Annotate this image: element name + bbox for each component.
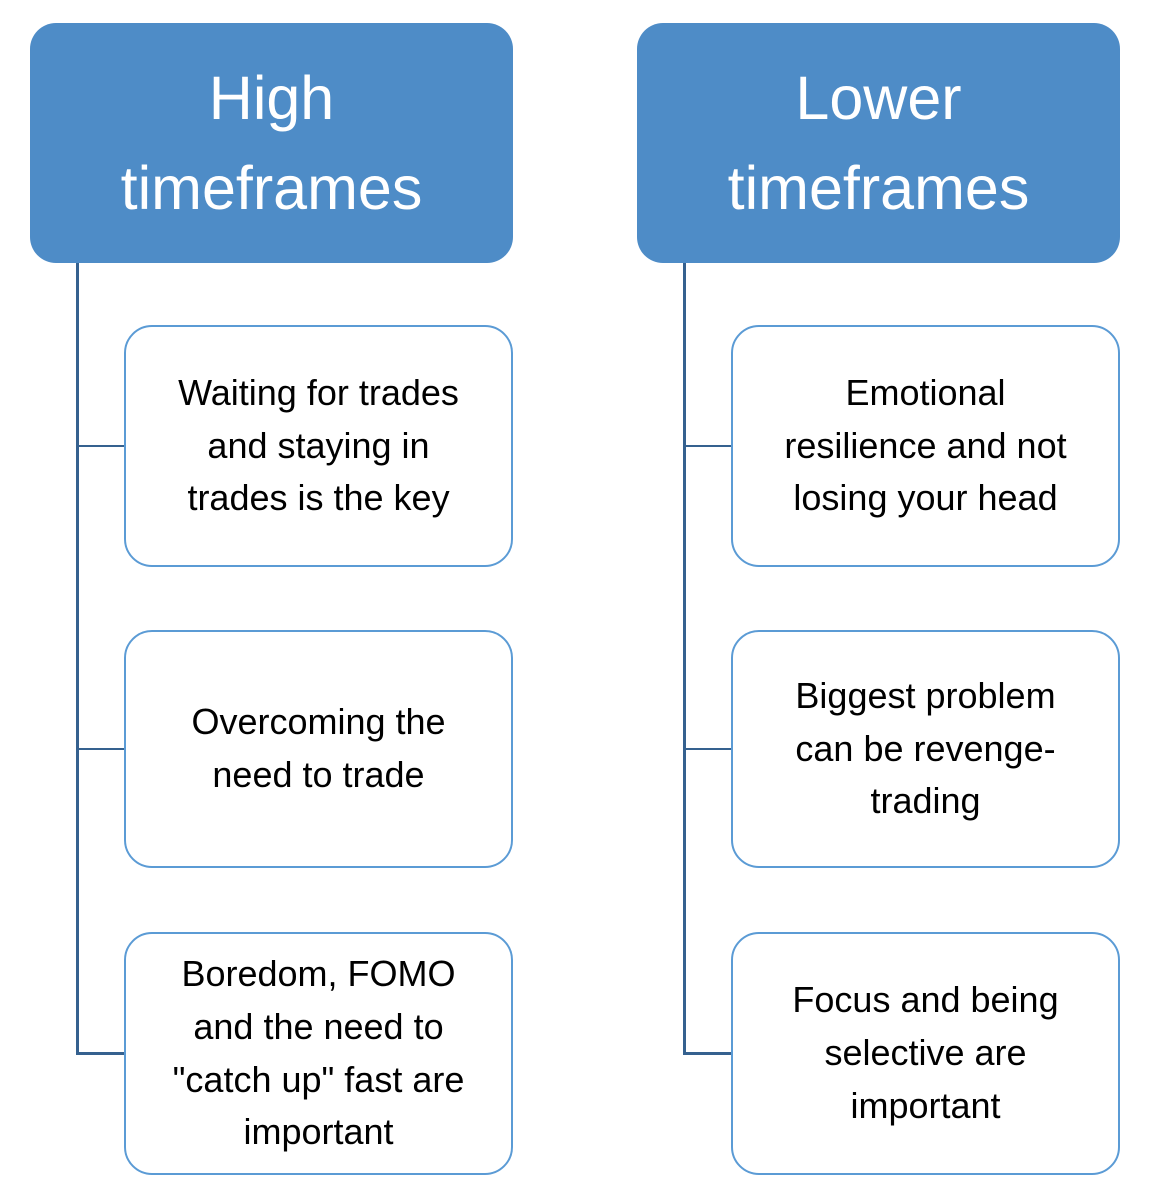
connector-branch-line [76, 444, 124, 447]
item-box-boredom-fomo: Boredom, FOMO and the need to "catch up"… [124, 932, 513, 1175]
header-box-high-timeframes: High timeframes [30, 23, 513, 263]
header-box-lower-timeframes: Lower timeframes [637, 23, 1120, 263]
connector-trunk-line [683, 263, 686, 1055]
item-box-focus-selective: Focus and being selective are important [731, 932, 1120, 1175]
item-text: Biggest problem can be revenge-trading [795, 674, 1056, 822]
connector-branch-line [76, 747, 124, 750]
connector-branch-line [76, 1052, 124, 1055]
connector-trunk-line [76, 263, 79, 1055]
item-box-emotional-resilience: Emotional resilience and not losing your… [731, 325, 1120, 567]
item-box-overcoming-need: Overcoming the need to trade [124, 630, 513, 868]
item-box-revenge-trading: Biggest problem can be revenge-trading [731, 630, 1120, 868]
item-text: Focus and being selective are important [792, 979, 1059, 1126]
connector-branch-line [683, 444, 731, 447]
header-label: Lower timeframes [727, 63, 1030, 222]
item-text: Emotional resilience and not losing your… [784, 371, 1067, 519]
item-text: Overcoming the need to trade [191, 701, 446, 795]
item-box-waiting-for-trades: Waiting for trades and staying in trades… [124, 325, 513, 567]
item-text: Boredom, FOMO and the need to "catch up"… [172, 952, 465, 1153]
item-text: Waiting for trades and staying in trades… [178, 371, 459, 519]
header-label: High timeframes [120, 63, 423, 222]
connector-branch-line [683, 1052, 731, 1055]
connector-branch-line [683, 747, 731, 750]
